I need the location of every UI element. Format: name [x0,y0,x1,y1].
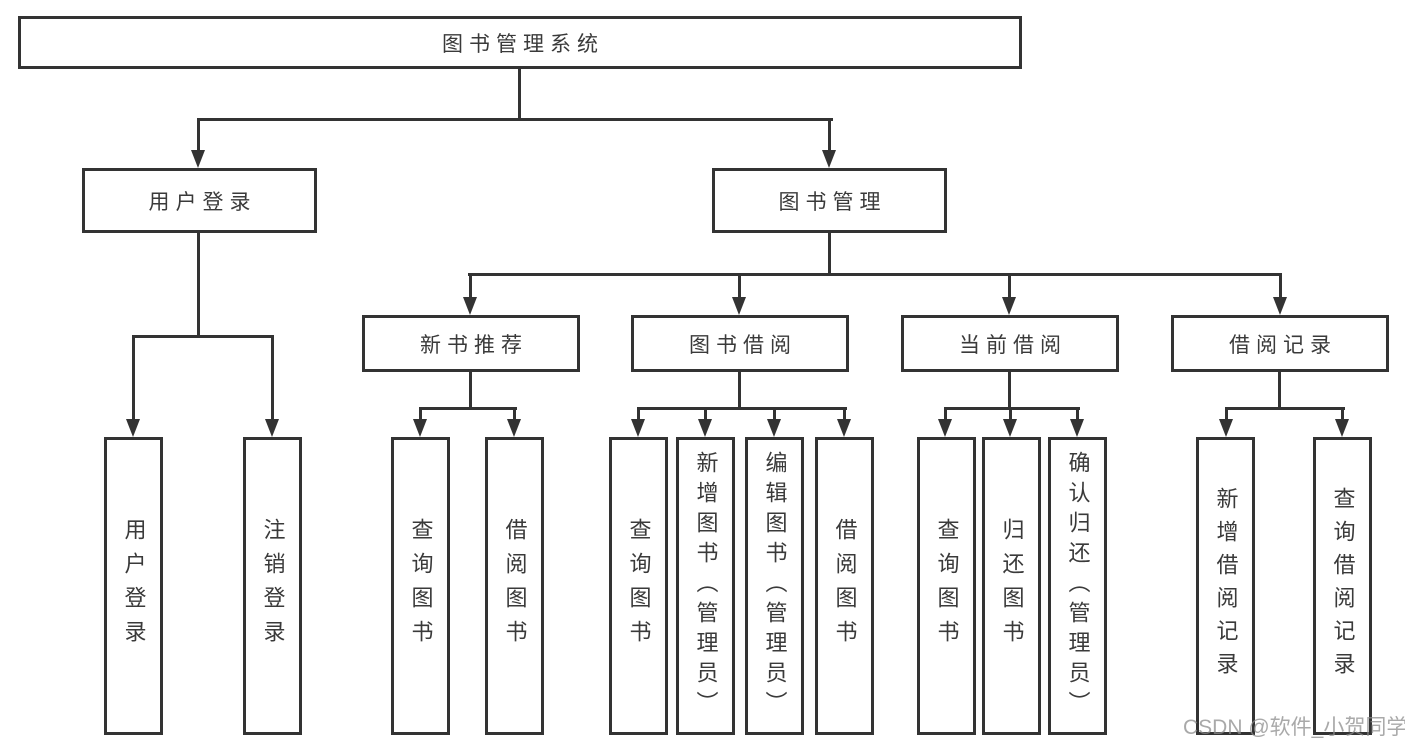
connector-borrow-stem [738,372,741,407]
connector-mgmt-rail [468,273,1282,276]
node-user-login-label: 用户登录 [148,190,257,214]
node-borrowing-records-label: 借阅记录 [1229,333,1337,357]
connector-level1-rail [197,118,833,121]
arrow-to-new-book-rec [463,297,477,315]
node-new-book-recommend-label: 新书推荐 [420,333,528,357]
node-library-system: 图书管理系统 [18,16,1022,69]
node-user-login: 用户登录 [82,168,317,233]
connector-to-recd-query [1341,407,1344,419]
connector-to-bor-add [704,407,707,419]
csdn-watermark: CSDN @软件_小贺同学 [1183,716,1405,739]
connector-mgmt-stem [828,233,831,273]
arrow-to-recd-query [1335,419,1349,437]
leaf-current-query-book-label: 查询图书 [934,518,960,654]
node-current-borrowing: 当前借阅 [901,315,1119,372]
leaf-borrowing-query-book-label: 查询图书 [626,518,652,654]
connector-login-stem [197,233,200,335]
connector-rec-stem [469,372,472,407]
leaf-logout-label: 注销登录 [260,518,286,654]
node-library-system-label: 图书管理系统 [442,32,604,56]
connector-to-book-mgmt [828,118,831,150]
arrow-to-recd-add [1219,419,1233,437]
arrow-to-rec-query [413,419,427,437]
connector-borrow-rail [637,407,847,410]
connector-to-borrow-record [1279,273,1282,297]
connector-to-recd-add [1225,407,1228,419]
arrow-to-book-borrow [732,297,746,315]
connector-to-current-borrow [1008,273,1011,297]
connector-to-user-login [197,118,200,150]
connector-to-cur-return [1009,407,1012,419]
leaf-current-query-book: 查询图书 [917,437,976,735]
leaf-borrowing-edit-book-label: 编辑图书（管理员） [762,451,788,721]
arrow-to-leaf-login [126,419,140,437]
leaf-borrowing-borrow-book-label: 借阅图书 [832,518,858,654]
arrow-to-cur-return [1003,419,1017,437]
connector-current-stem [1008,372,1011,407]
arrow-to-cur-confirm [1070,419,1084,437]
arrow-to-bor-add [698,419,712,437]
arrow-to-rec-borrow [507,419,521,437]
node-book-borrowing-label: 图书借阅 [689,333,797,357]
connector-to-cur-query [944,407,947,419]
connector-records-rail [1225,407,1345,410]
arrow-to-leaf-logout [265,419,279,437]
connector-to-bor-query [637,407,640,419]
leaf-borrowing-add-book-label: 新增图书（管理员） [693,451,719,721]
connector-to-rec-borrow [513,407,516,419]
leaf-records-query-record: 查询借阅记录 [1313,437,1372,735]
arrow-to-current-borrow [1002,297,1016,315]
leaf-recommend-query-book: 查询图书 [391,437,450,735]
leaf-user-login: 用户登录 [104,437,163,735]
leaf-current-confirm-return-label: 确认归还（管理员） [1065,451,1091,721]
node-new-book-recommend: 新书推荐 [362,315,580,372]
node-current-borrowing-label: 当前借阅 [959,333,1067,357]
connector-rec-rail [419,407,517,410]
node-book-borrowing: 图书借阅 [631,315,849,372]
connector-to-rec-query [419,407,422,419]
node-borrowing-records: 借阅记录 [1171,315,1389,372]
connector-to-bor-edit [773,407,776,419]
leaf-recommend-borrow-book: 借阅图书 [485,437,544,735]
connector-root-stem [518,69,521,118]
leaf-current-confirm-return: 确认归还（管理员） [1048,437,1107,735]
leaf-recommend-borrow-book-label: 借阅图书 [502,518,528,654]
leaf-logout: 注销登录 [243,437,302,735]
connector-to-bor-borrow [843,407,846,419]
node-book-management-label: 图书管理 [778,190,887,214]
connector-to-new-book-rec [469,273,472,297]
connector-to-leaf-login [132,335,135,419]
leaf-records-add-record: 新增借阅记录 [1196,437,1255,735]
arrow-to-user-login [191,150,205,168]
connector-to-book-borrow [738,273,741,297]
leaf-user-login-label: 用户登录 [121,518,147,654]
leaf-current-return-book-label: 归还图书 [999,518,1025,654]
arrow-to-borrow-record [1273,297,1287,315]
leaf-borrowing-borrow-book: 借阅图书 [815,437,874,735]
connector-to-cur-confirm [1076,407,1079,419]
leaf-borrowing-query-book: 查询图书 [609,437,668,735]
connector-to-leaf-logout [271,335,274,419]
leaf-records-add-record-label: 新增借阅记录 [1213,487,1239,685]
connector-records-stem [1278,372,1281,407]
node-book-management: 图书管理 [712,168,947,233]
leaf-borrowing-add-book: 新增图书（管理员） [676,437,735,735]
connector-login-rail [132,335,274,338]
arrow-to-book-mgmt [822,150,836,168]
leaf-recommend-query-book-label: 查询图书 [408,518,434,654]
arrow-to-bor-edit [767,419,781,437]
arrow-to-bor-query [631,419,645,437]
leaf-current-return-book: 归还图书 [982,437,1041,735]
leaf-records-query-record-label: 查询借阅记录 [1330,487,1356,685]
arrow-to-bor-borrow [837,419,851,437]
leaf-borrowing-edit-book: 编辑图书（管理员） [745,437,804,735]
connector-current-rail [944,407,1080,410]
arrow-to-cur-query [938,419,952,437]
